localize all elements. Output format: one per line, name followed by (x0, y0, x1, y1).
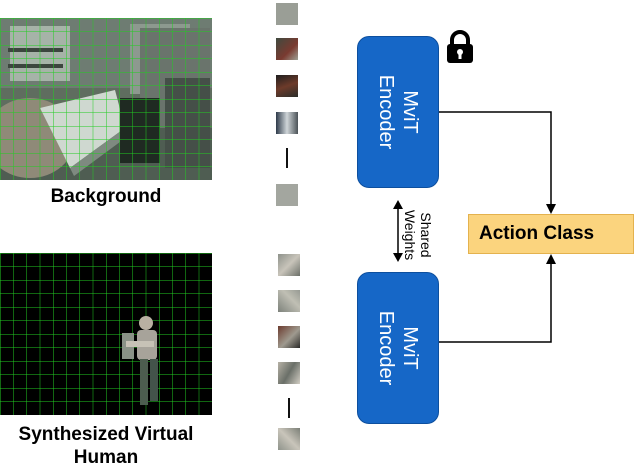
encoder-bottom-label: MviT Encoder (375, 310, 421, 386)
action-class-box: Action Class (468, 214, 634, 254)
background-image (0, 18, 212, 180)
patch-thumbnail (276, 75, 298, 97)
patch-thumbnail (276, 3, 298, 25)
patch-thumbnail (276, 38, 298, 60)
lock-icon (447, 30, 473, 63)
synthesized-caption-line1: Synthesized Virtual (18, 424, 194, 445)
shared-weights-label: Shared Weights (402, 209, 434, 261)
synthesized-caption-line2: Human (73, 447, 139, 468)
patch-thumbnail (276, 112, 298, 134)
encoder-top-label: MviT Encoder (375, 74, 421, 150)
double-arrow (393, 200, 403, 262)
patch-thumbnail (278, 326, 300, 348)
patch-thumbnail (276, 184, 298, 206)
background-caption: Background (50, 186, 162, 207)
ellipsis-dash (288, 398, 290, 418)
patch-thumbnail (278, 290, 300, 312)
patch-thumbnail (278, 428, 300, 450)
patch-thumbnail (278, 254, 300, 276)
ellipsis-dash (286, 148, 288, 168)
patch-thumbnail (278, 362, 300, 384)
mvit-encoder-bottom: MviT Encoder (357, 272, 439, 424)
synthesized-human-image (0, 253, 212, 415)
virtual-human-figure (122, 316, 158, 405)
mvit-encoder-top: MviT Encoder (357, 36, 439, 188)
